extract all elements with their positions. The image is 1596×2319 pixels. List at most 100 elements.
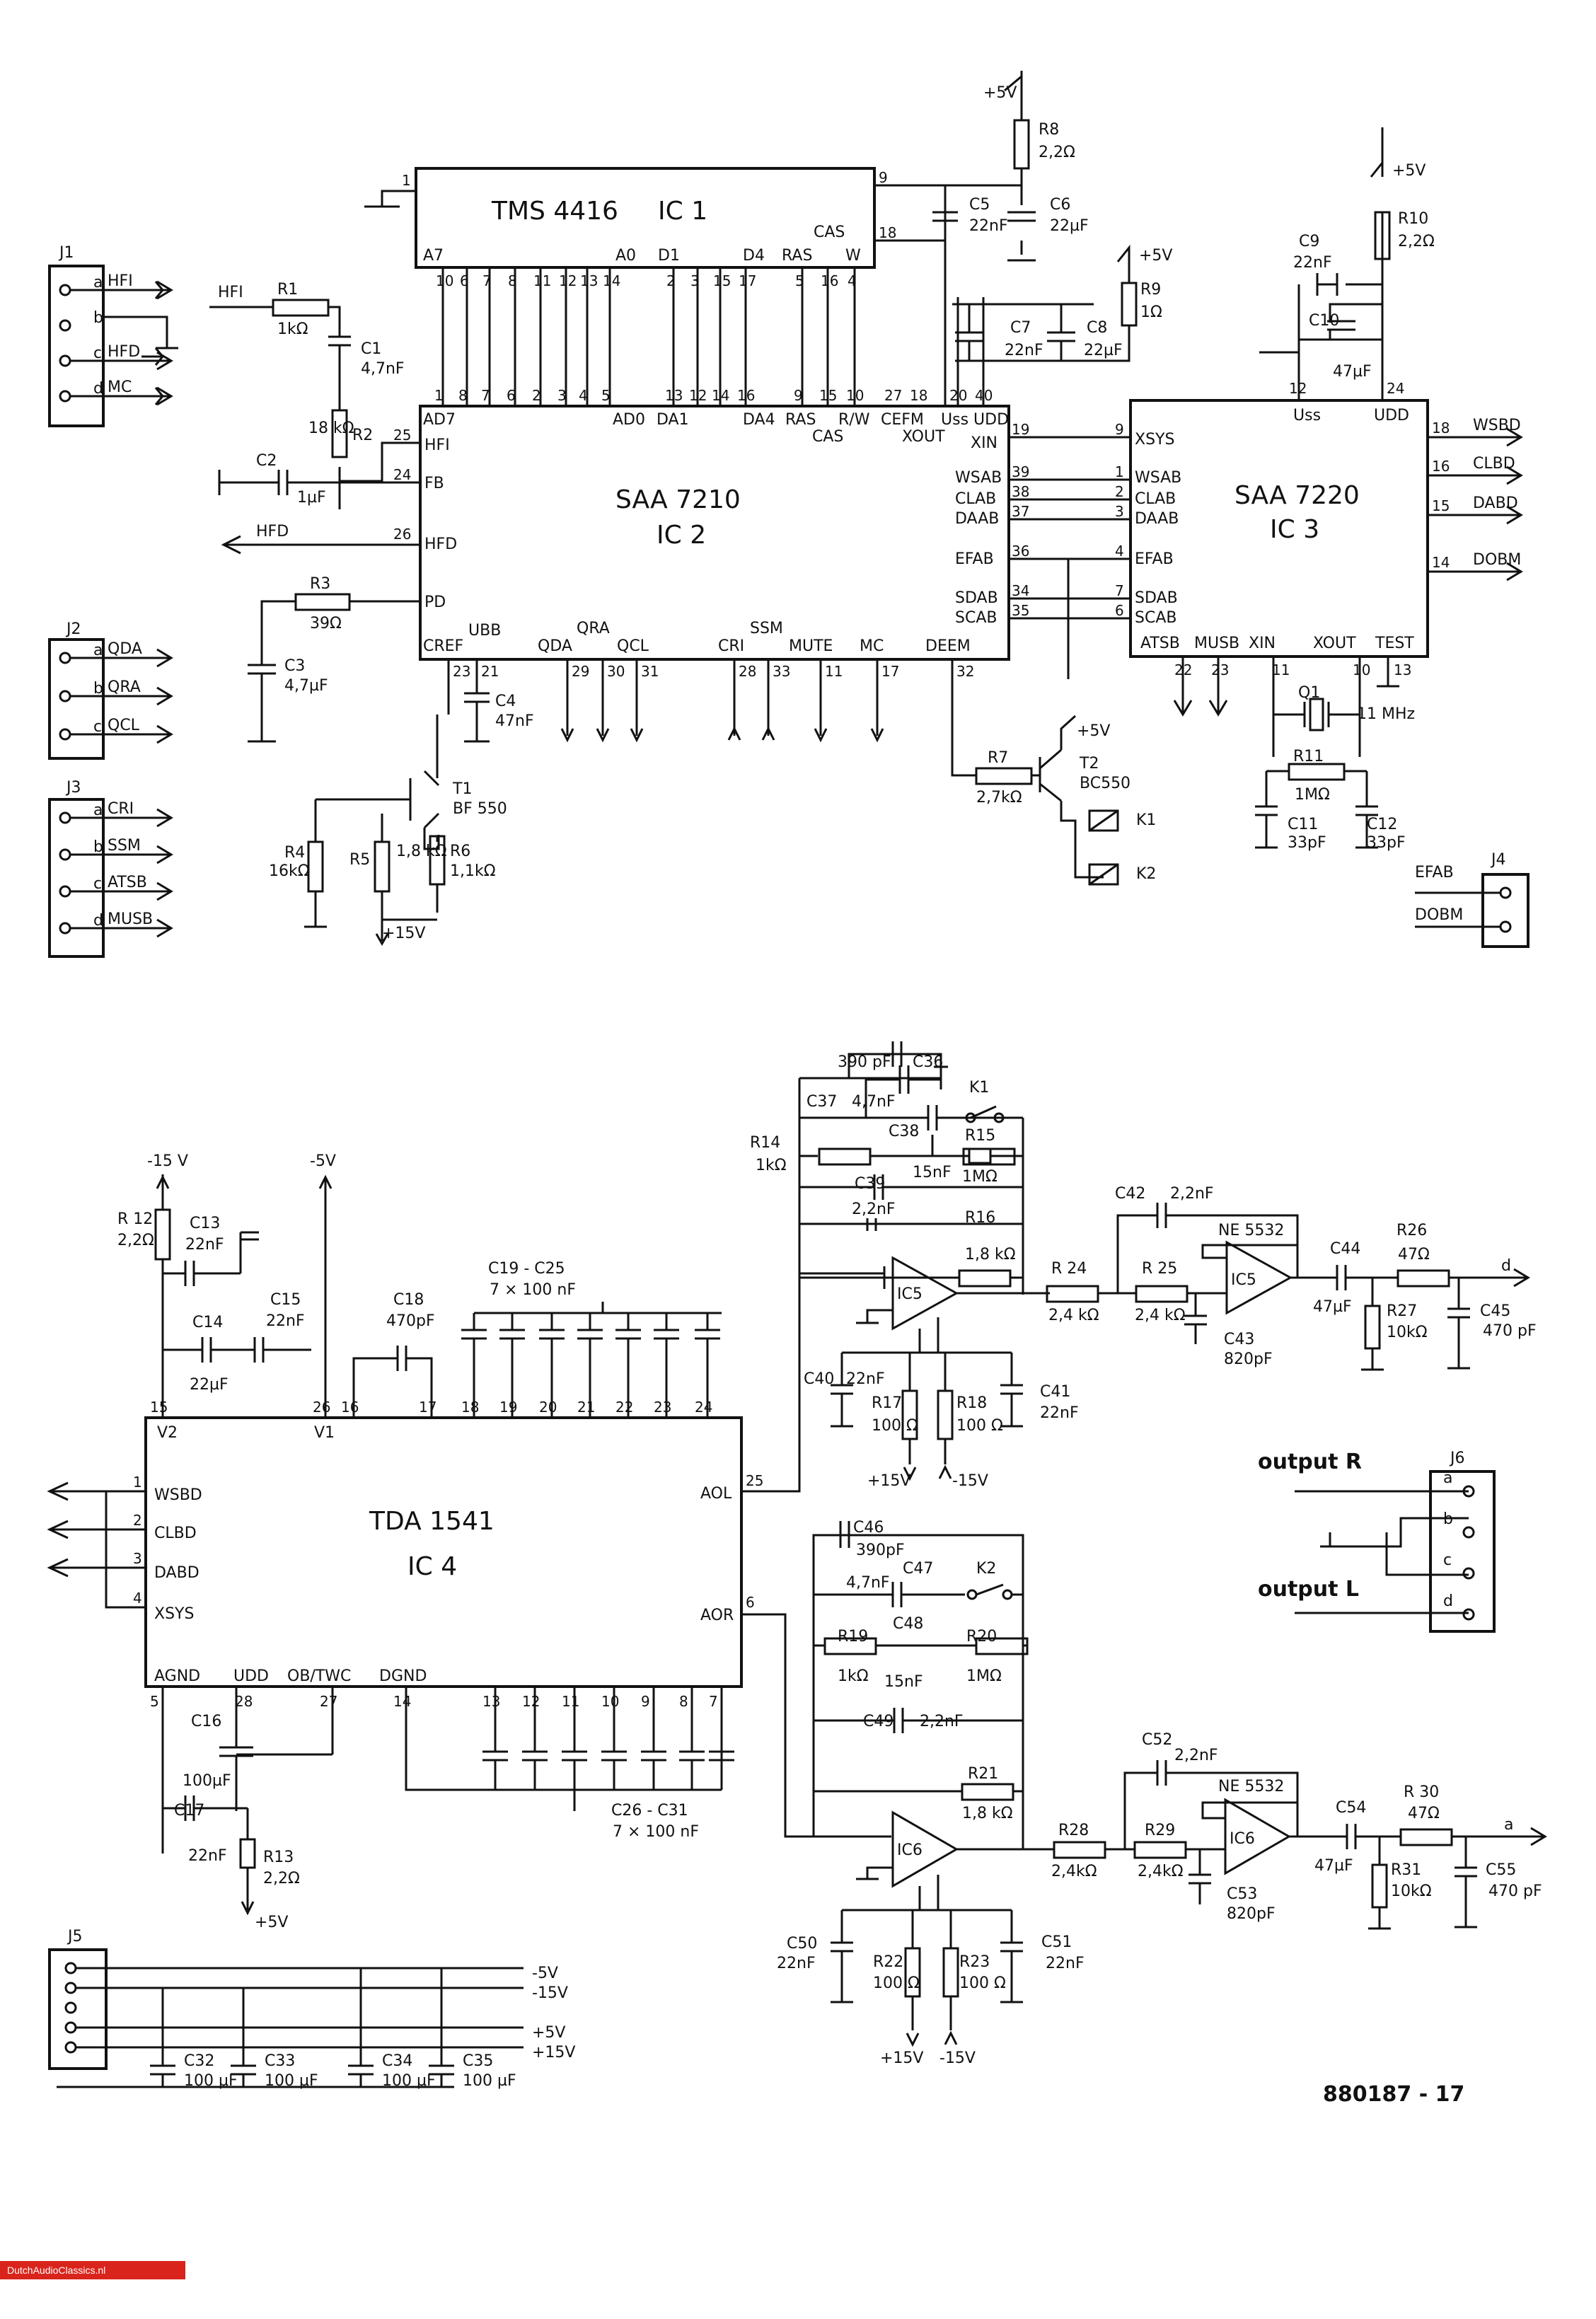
c38-value: 15nF — [913, 1164, 952, 1181]
ic3-pin-number: 2 — [1115, 483, 1124, 500]
ic3-pin-label: SDAB — [1135, 589, 1178, 607]
c42-ref: C42 — [1115, 1185, 1145, 1203]
r9-ref: R9 — [1140, 281, 1161, 299]
ic3-pin-number: 7 — [1115, 582, 1124, 599]
c53-value: 820pF — [1227, 1905, 1276, 1923]
ic4: TDA 1541 IC 4 V2 V1 WSBD CLBD DABD XSYS … — [133, 1399, 763, 1710]
t2-type: BC550 — [1080, 775, 1130, 792]
ic2-pin-label: QCL — [617, 637, 649, 655]
ic3-pin-number: 12 — [1289, 380, 1307, 397]
ic2-pin-number: 2 — [532, 387, 541, 404]
r17 — [901, 1389, 918, 1440]
r29-value: 2,4kΩ — [1138, 1863, 1184, 1880]
out-a-label: a — [1504, 1816, 1513, 1834]
supply-label: +5V — [255, 1914, 288, 1931]
r3-ref: R3 — [310, 575, 330, 593]
ic2-pin-number: 8 — [458, 387, 468, 404]
ic4-part: TDA 1541 — [369, 1507, 495, 1536]
c8-ref: C8 — [1087, 319, 1107, 337]
ic2-pin-number: 21 — [481, 663, 499, 680]
c46-value: 390pF — [856, 1542, 905, 1559]
ic2-pin-number: 13 — [665, 387, 683, 404]
ic2-pin-label: QDA — [538, 637, 572, 655]
c1-ref: C1 — [361, 340, 381, 358]
ic3-output-signal: CLBD — [1473, 455, 1515, 473]
ic2-pin-label: DA1 — [657, 411, 689, 429]
c55-ref: C55 — [1486, 1861, 1516, 1879]
r10 — [1374, 211, 1391, 260]
c26-31-ref: C26 - C31 — [611, 1802, 688, 1820]
c16-value: 100µF — [183, 1772, 231, 1790]
supply-label: +15V — [382, 925, 425, 942]
ic2-pin-label: UBB — [468, 622, 501, 640]
j1-connector — [48, 265, 105, 427]
j3-connector — [48, 798, 105, 958]
ic3-pin-label: MUSB — [1194, 635, 1239, 652]
ic2-pin-number: 37 — [1012, 503, 1029, 520]
ic3-pin-number: 14 — [1432, 554, 1450, 571]
r7-value: 2,7kΩ — [976, 789, 1022, 806]
r15-ref: R15 — [965, 1127, 995, 1145]
c42-value: 2,2nF — [1170, 1185, 1214, 1203]
ic2-pin-number: 10 — [846, 387, 864, 404]
r23-ref: R23 — [959, 1953, 990, 1971]
j6-ref: J6 — [1449, 1450, 1465, 1467]
c16-ref: C16 — [191, 1713, 221, 1730]
hfi-label: HFI — [218, 284, 243, 301]
c4-value: 47nF — [495, 712, 534, 730]
r17-value: 100 Ω — [872, 1417, 918, 1435]
c43-ref: C43 — [1224, 1331, 1254, 1348]
ic3-pin-label: XOUT — [1313, 635, 1356, 652]
ic3-pin-label: SCAB — [1135, 609, 1176, 627]
ic1-pin-number: 12 — [559, 272, 577, 289]
ic6-opamp-type: NE 5532 — [1218, 1778, 1284, 1795]
ic2-pin-label: MC — [860, 637, 884, 655]
ic6a-ref: IC6 — [897, 1841, 923, 1859]
ic2-pin-number: 7 — [481, 387, 490, 404]
ic4-pin-label: UDD — [233, 1667, 269, 1685]
r12 — [154, 1208, 171, 1261]
c18-ref: C18 — [393, 1291, 424, 1309]
ic3-pin-number: 24 — [1387, 380, 1404, 397]
ic5-stage: 390 pF C36 C37 4,7nF K1 C38 15nF R15 1MΩ… — [741, 1041, 1537, 1493]
k1-contact: K1 — [969, 1079, 989, 1097]
ic2-pin-number: 25 — [393, 427, 411, 444]
c55-value: 470 pF — [1488, 1883, 1542, 1900]
ic1-part: TMS 4416 — [491, 197, 618, 226]
r26 — [1396, 1269, 1450, 1288]
drawing-number: 880187 - 17 — [1323, 2082, 1464, 2107]
r16-ref: R16 — [965, 1209, 995, 1227]
ic5-opamp-type: NE 5532 — [1218, 1222, 1284, 1239]
r23 — [942, 1947, 959, 1998]
ic2-pin-number: 17 — [881, 663, 899, 680]
j5-signal: +15V — [532, 2044, 575, 2061]
r6-value: 1,1kΩ — [450, 862, 496, 880]
c52-ref: C52 — [1142, 1731, 1172, 1749]
c9-value: 22nF — [1293, 254, 1332, 272]
ic3-pin-number: 16 — [1432, 458, 1450, 475]
ic2-pin-number: 19 — [1012, 421, 1029, 438]
ic4-pin-number: 12 — [522, 1693, 540, 1710]
c41-value: 22nF — [1040, 1404, 1079, 1422]
ic3-pin-label: EFAB — [1135, 550, 1174, 568]
c4-ref: C4 — [495, 693, 516, 710]
ic4-ref: IC 4 — [407, 1552, 457, 1581]
r28 — [1053, 1841, 1106, 1859]
ic2-pin-number: 36 — [1012, 543, 1029, 560]
ic1-body — [415, 167, 876, 269]
r30-ref: R 30 — [1404, 1783, 1439, 1801]
ic1-pin-label: A7 — [423, 247, 444, 265]
ic4-pin-number: 6 — [746, 1594, 755, 1611]
c36-value: 390 pF — [838, 1053, 891, 1071]
ic3-pin-label: TEST — [1375, 635, 1414, 652]
r11-ref: R11 — [1293, 748, 1324, 765]
c37-ref: C37 — [806, 1093, 837, 1111]
ic4-pin-number: 11 — [562, 1693, 579, 1710]
c47-ref: C47 — [903, 1560, 933, 1578]
c54-value: 47µF — [1314, 1857, 1353, 1875]
c54-ref: C54 — [1336, 1799, 1366, 1817]
r27-ref: R27 — [1387, 1302, 1417, 1320]
c15-value: 22nF — [266, 1312, 305, 1330]
c37-value: 4,7nF — [852, 1093, 896, 1111]
r9 — [1121, 282, 1138, 327]
